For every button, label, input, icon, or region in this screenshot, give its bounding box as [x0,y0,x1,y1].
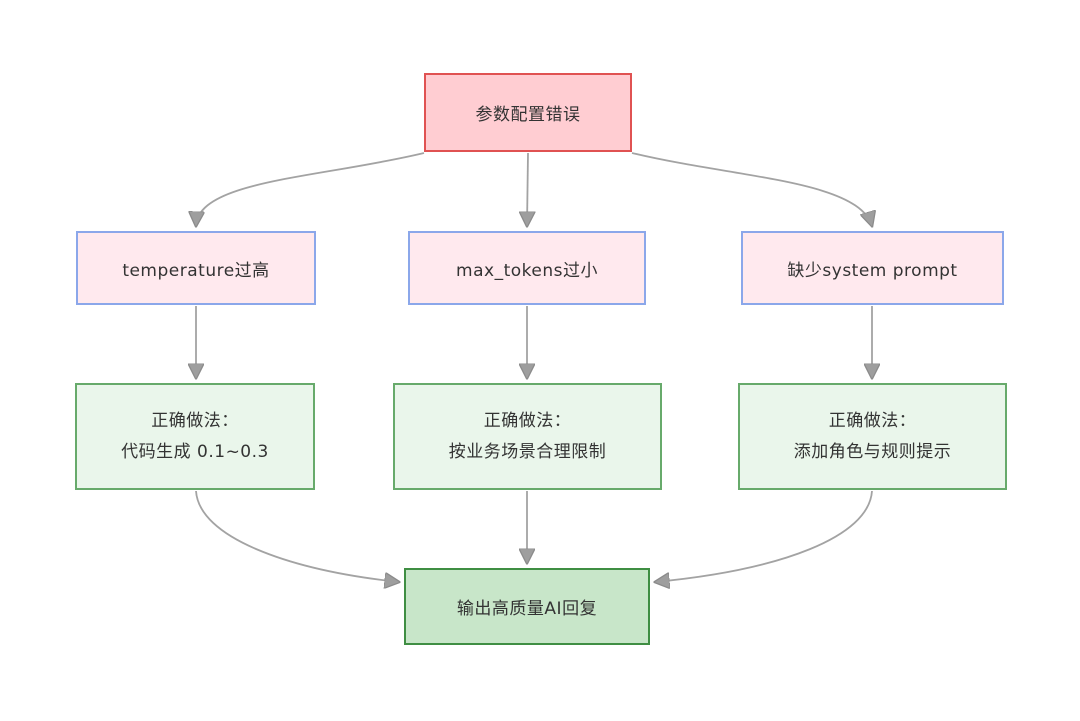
node-fix-max-tokens: 正确做法： 按业务场景合理限制 [393,383,662,490]
edge-root-cause3 [631,152,872,226]
node-label-line2: 按业务场景合理限制 [448,441,607,462]
edge-fix1-result [195,490,399,582]
node-label-line1: 正确做法： [151,410,239,431]
node-root-param-config-error: 参数配置错误 [424,73,632,152]
node-label-line1: 正确做法： [828,410,917,431]
node-cause-temperature-too-high: temperature过高 [76,231,316,305]
node-label: 缺少system prompt [787,260,958,281]
node-label-line2: 添加角色与规则提示 [793,441,952,462]
node-label: 参数配置错误 [475,105,581,125]
edge-root-cause1 [196,152,425,226]
node-result-high-quality-ai-reply: 输出高质量AI回复 [404,568,650,645]
node-label-line1: 正确做法： [483,410,572,431]
edge-fix3-result [655,490,873,582]
node-cause-max-tokens-too-small: max_tokens过小 [408,231,646,305]
node-fix-system-prompt: 正确做法： 添加角色与规则提示 [738,383,1007,490]
node-cause-missing-system-prompt: 缺少system prompt [741,231,1004,305]
node-label: temperature过高 [122,260,270,281]
edge-root-cause2 [527,152,528,226]
node-fix-temperature: 正确做法： 代码生成 0.1~0.3 [75,383,315,490]
node-label: max_tokens过小 [456,260,598,281]
node-label: 输出高质量AI回复 [456,599,598,619]
node-label-line2: 代码生成 0.1~0.3 [121,441,269,462]
